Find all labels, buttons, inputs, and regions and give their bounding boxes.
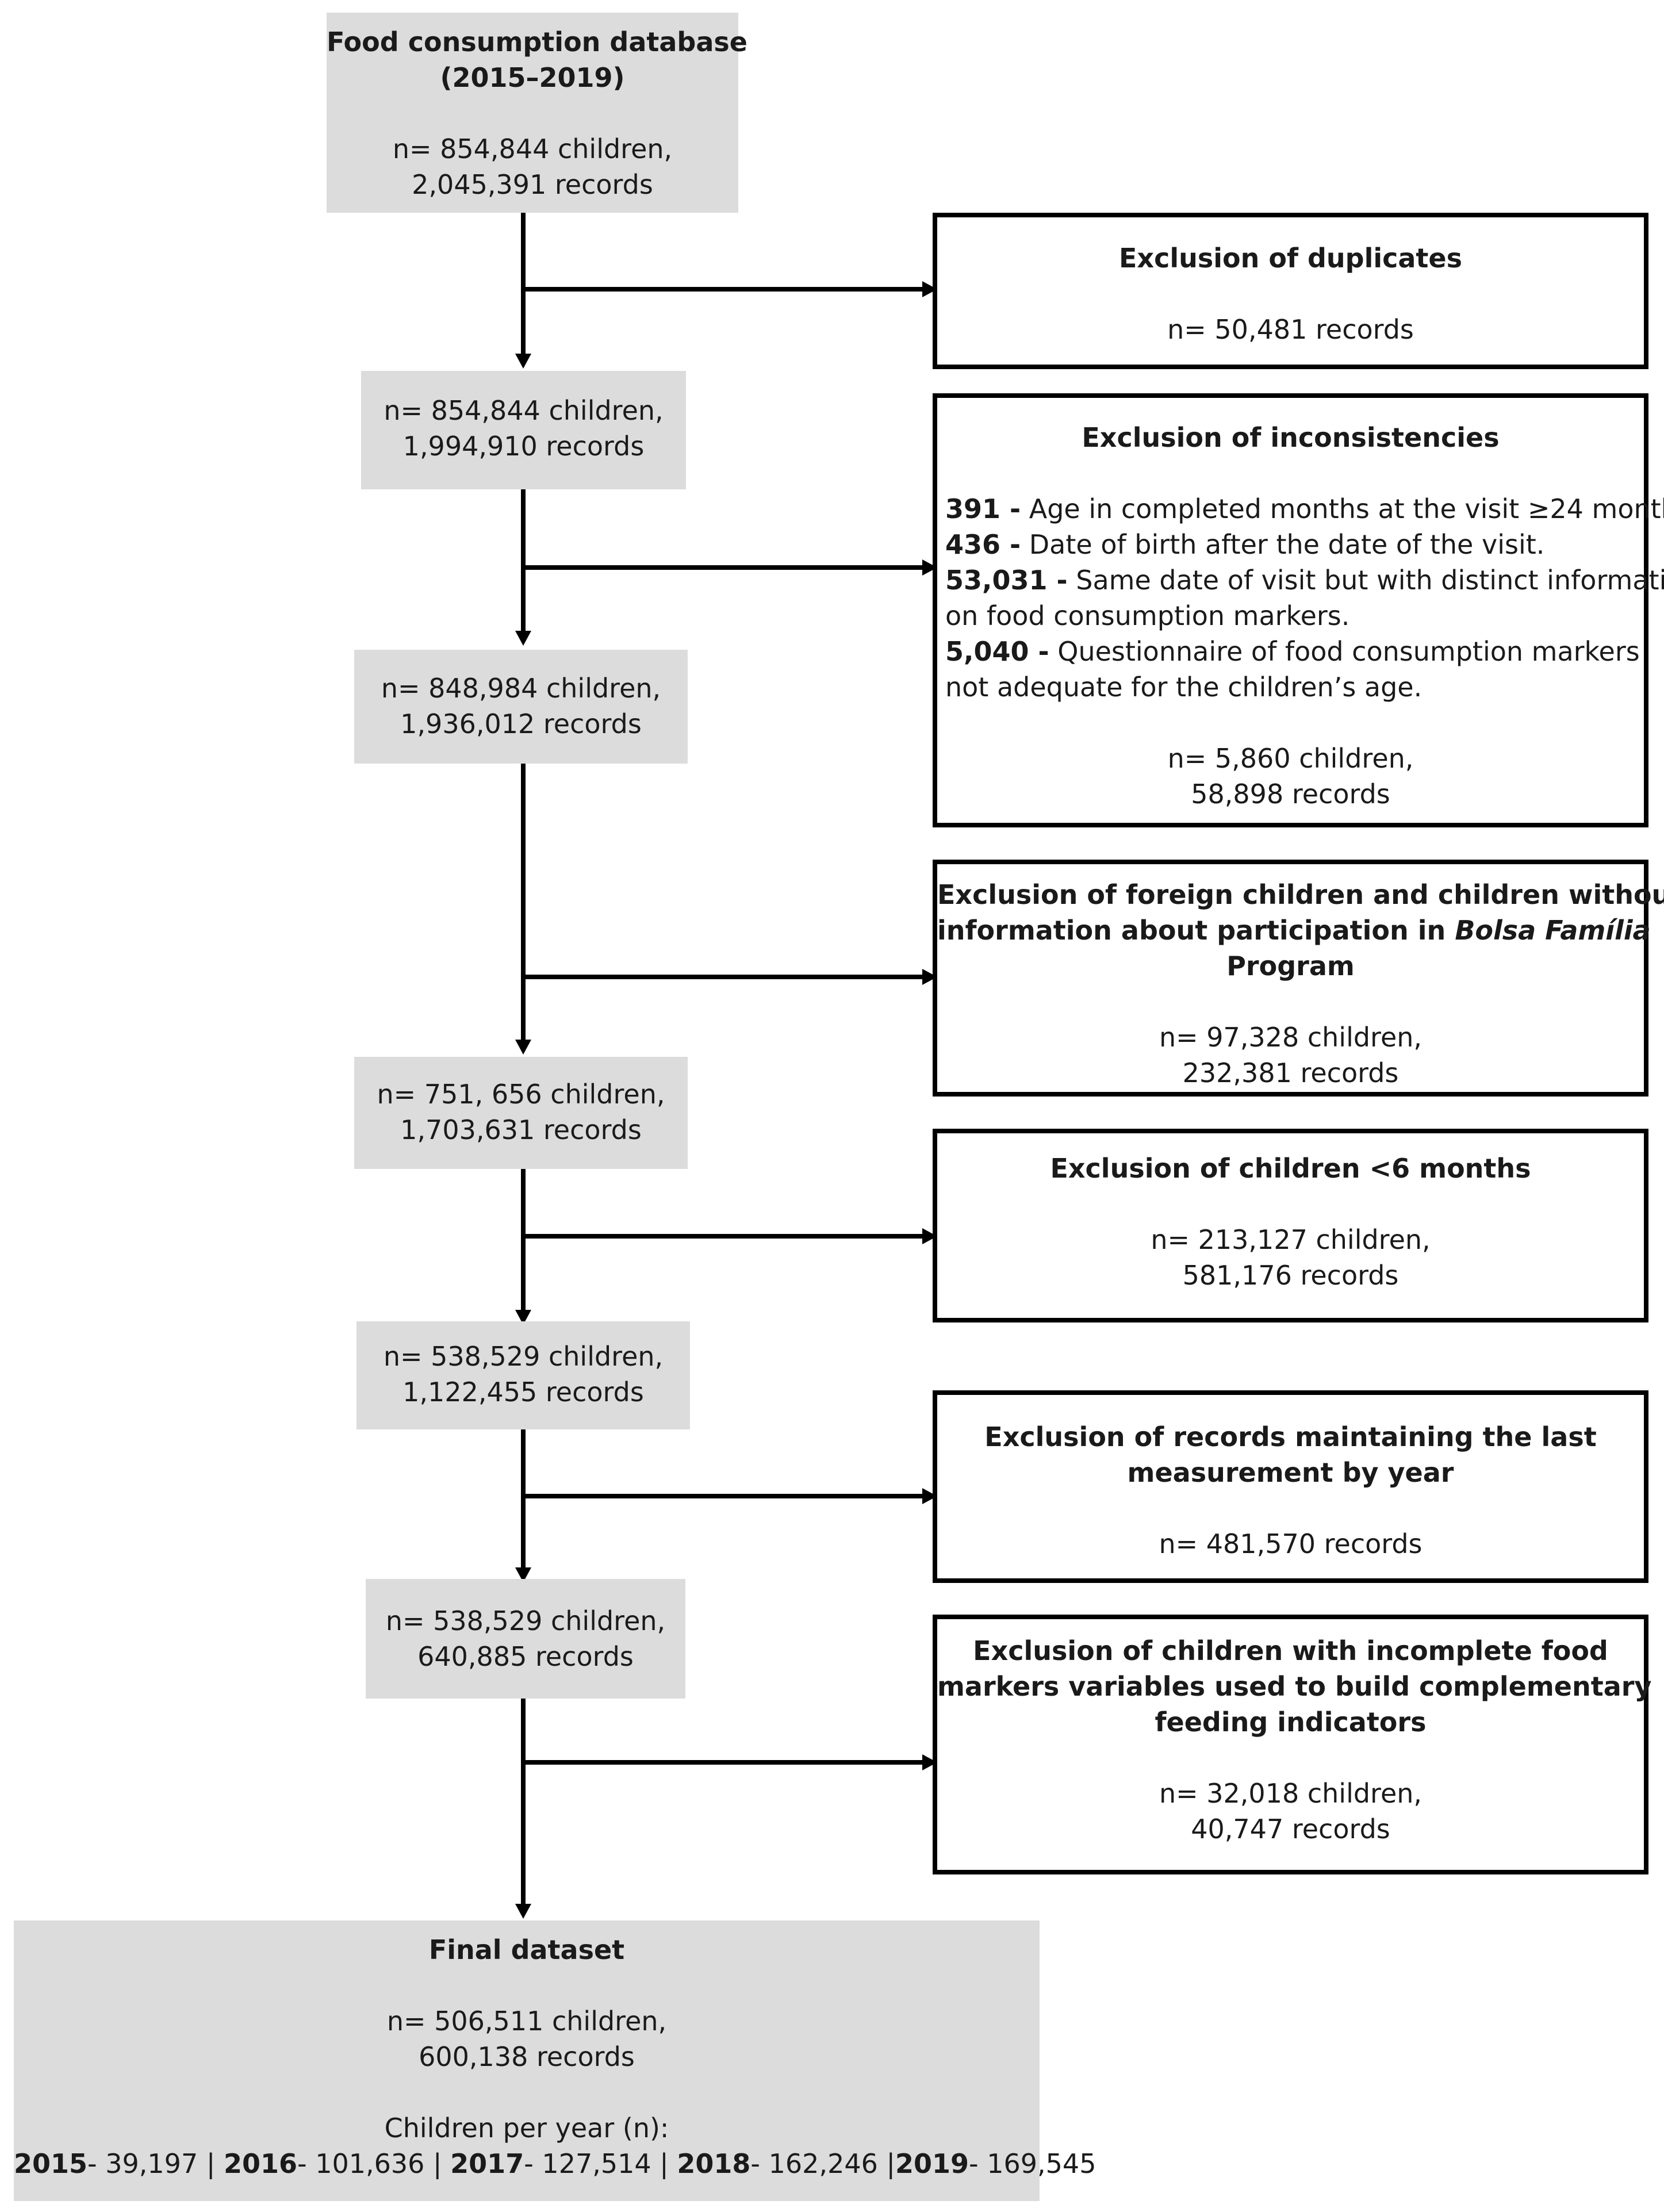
step-box-5: n= 538,529 children, 640,885 records (366, 1579, 685, 1699)
inconsistency-list: 391 - Age in completed months at the vis… (937, 491, 1664, 705)
exclusion-title-line: Exclusion of children with incomplete fo… (973, 1635, 1608, 1666)
exclusion-title-line: Program (1226, 950, 1355, 982)
arrowhead-down (515, 631, 531, 646)
source-database-box: Food consumption database (2015–2019) n=… (327, 13, 747, 213)
inconsistency-item-continued: not adequate for the children’s age. (945, 672, 1423, 703)
year-value: - 169,545 (969, 2148, 1096, 2179)
exclusion-count-children: n= 213,127 children, (1151, 1224, 1431, 1255)
connector-line (521, 764, 526, 1042)
connector-line (521, 489, 526, 633)
final-title: Final dataset (428, 1934, 625, 1965)
exclusion-title-line: feeding indicators (1155, 1707, 1427, 1738)
year-label: 2017 (450, 2148, 524, 2179)
final-dataset-box: Final dataset n= 506,511 children, 600,1… (14, 1920, 1096, 2201)
exclusion-count-records: 58,898 records (1191, 779, 1390, 810)
inconsistency-item: 391 - Age in completed months at the vis… (945, 493, 1664, 524)
step-count-children: n= 538,529 children, (385, 1605, 666, 1636)
exclusion-count: n= 50,481 records (1167, 314, 1414, 345)
exclusion-title: Exclusion of duplicates (1118, 243, 1463, 274)
branch-line (523, 287, 926, 292)
branch-line (523, 565, 926, 570)
exclusion-count-records: 232,381 records (1182, 1057, 1399, 1088)
source-count-records: 2,045,391 records (412, 169, 653, 200)
per-year-values: 2015- 39,197 | 2016- 101,636 | 2017- 127… (14, 2146, 1096, 2182)
year-value: - 39,197 | (87, 2148, 224, 2179)
exclusion-last-measurement-box: Exclusion of records maintaining the las… (933, 1390, 1648, 1583)
step-box-1: n= 854,844 children, 1,994,910 records (361, 371, 686, 489)
exclusion-count-children: n= 5,860 children, (1167, 743, 1414, 774)
source-title: Food consumption database (327, 26, 747, 57)
exclusion-inconsistencies-box: Exclusion of inconsistencies 391 - Age i… (933, 393, 1664, 827)
connector-line (521, 1169, 526, 1313)
exclusion-title: Exclusion of children <6 months (1050, 1153, 1531, 1184)
branch-line (523, 1760, 926, 1765)
exclusion-count-children: n= 97,328 children, (1159, 1022, 1423, 1053)
arrowhead-down (515, 354, 531, 369)
exclusion-count-children: n= 32,018 children, (1159, 1778, 1423, 1809)
inconsistency-item-continued: on food consumption markers. (945, 600, 1350, 631)
exclusion-duplicates-box: Exclusion of duplicates n= 50,481 record… (933, 213, 1648, 369)
source-count-children: n= 854,844 children, (392, 133, 673, 164)
year-value: - 101,636 | (297, 2148, 451, 2179)
step-count-records: 1,936,012 records (400, 708, 642, 739)
step-box-4: n= 538,529 children, 1,122,455 records (356, 1321, 690, 1429)
inconsistency-item: 5,040 - Questionnaire of food consumptio… (945, 636, 1640, 667)
exclusion-count: n= 481,570 records (1159, 1528, 1423, 1559)
exclusion-foreign-box: Exclusion of foreign children and childr… (933, 860, 1664, 1097)
connector-line (521, 1429, 526, 1570)
step-count-children: n= 751, 656 children, (377, 1079, 665, 1110)
step-count-records: 1,703,631 records (400, 1114, 642, 1145)
exclusion-count-records: 40,747 records (1191, 1814, 1390, 1845)
exclusion-title-line: Exclusion of foreign children and childr… (937, 879, 1664, 910)
final-count-records: 600,138 records (419, 2041, 635, 2072)
branch-line (523, 975, 926, 979)
inconsistency-item: 53,031 - Same date of visit but with dis… (945, 565, 1664, 596)
exclusion-title-line: Exclusion of records maintaining the las… (984, 1421, 1597, 1452)
step-count-children: n= 854,844 children, (384, 395, 664, 426)
source-period: (2015–2019) (440, 62, 625, 93)
program-name: Bolsa Família (1455, 915, 1651, 946)
year-label: 2016 (223, 2148, 297, 2179)
final-count-children: n= 506,511 children, (386, 2006, 667, 2037)
per-year-label: Children per year (n): (384, 2113, 669, 2144)
step-count-records: 640,885 records (417, 1641, 634, 1672)
exclusion-under-6-months-box: Exclusion of children <6 months n= 213,1… (933, 1129, 1648, 1322)
exclusion-title-line: markers variables used to build compleme… (937, 1671, 1652, 1702)
step-count-children: n= 848,984 children, (381, 673, 661, 704)
branch-line (523, 1494, 926, 1498)
year-label: 2018 (677, 2148, 751, 2179)
connector-line (521, 1699, 526, 1907)
branch-line (523, 1234, 926, 1239)
exclusion-title-line: information about participation in Bolsa… (937, 915, 1651, 946)
year-label: 2015 (14, 2148, 88, 2179)
arrowhead-down (515, 1040, 531, 1055)
step-count-children: n= 538,529 children, (383, 1341, 664, 1372)
year-value: - 127,514 | (524, 2148, 677, 2179)
arrowhead-down (515, 1904, 531, 1919)
exclusion-title-line: measurement by year (1127, 1457, 1454, 1488)
connector-line (521, 213, 526, 356)
step-box-2: n= 848,984 children, 1,936,012 records (354, 650, 688, 764)
exclusion-count-records: 581,176 records (1182, 1260, 1399, 1291)
year-value: - 162,246 | (750, 2148, 895, 2179)
step-box-3: n= 751, 656 children, 1,703,631 records (354, 1057, 688, 1169)
year-label: 2019 (895, 2148, 969, 2179)
inconsistency-item: 436 - Date of birth after the date of th… (945, 529, 1545, 560)
exclusion-incomplete-markers-box: Exclusion of children with incomplete fo… (933, 1615, 1652, 1874)
exclusion-title: Exclusion of inconsistencies (1082, 422, 1500, 453)
step-count-records: 1,994,910 records (402, 431, 645, 462)
step-count-records: 1,122,455 records (402, 1377, 644, 1408)
